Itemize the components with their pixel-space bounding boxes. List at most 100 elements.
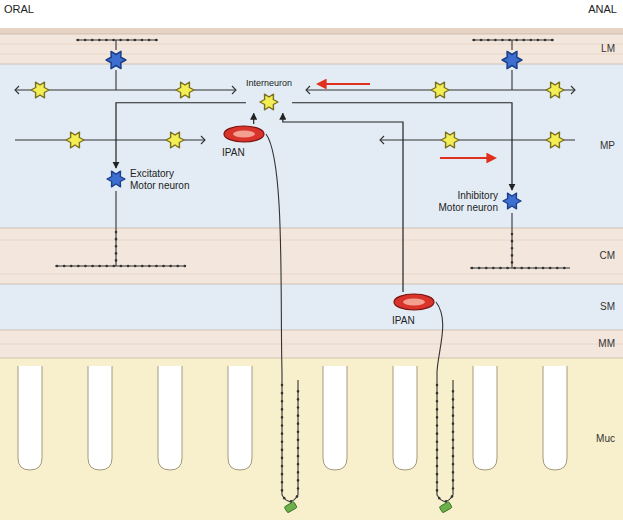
axon-line [511,40,512,50]
crypt [18,366,42,470]
ipan-neuron: IPAN [392,292,436,327]
muscle-fibre-line [0,240,623,241]
crypt [228,366,252,470]
interneuron-cell [31,82,49,98]
layer-band: Muc [0,358,623,520]
layer-line [0,34,623,35]
synapse-mark [380,136,384,144]
axon-line [76,39,158,40]
neuron-label: Interneuron [246,78,292,88]
interneuron-cell [166,132,184,148]
cell-body [394,294,434,310]
motor-axon [470,267,570,268]
sensory-axon [436,302,453,502]
varicosity-dots [511,234,514,264]
inhibitory-motor-neuron: Inhibitory Motor neuron [432,190,523,213]
layer-name: SM [600,301,615,313]
cell-nucleus [403,299,425,306]
motor-axon [511,213,512,268]
synaptic-connection [292,103,512,190]
sensory-axon [266,134,298,502]
layer-name: MP [600,140,615,152]
crypt [158,366,182,470]
interneuron-cell-body [258,91,280,113]
synapse-mark [201,136,205,144]
direction-arrow [440,157,495,159]
muscle-fibre-line [0,344,623,345]
synaptic-connection [253,113,254,124]
enteroendocrine-cell [284,501,297,513]
layer-band: MM [0,330,623,358]
motor-neuron-cell [106,51,126,68]
interneuron-cell [66,132,84,148]
layer-band: SM [0,284,623,330]
crypt [393,366,417,470]
cell-body [107,171,125,187]
neuron-label: Excitatory Motor neuron [130,168,196,191]
interneuron-cell [546,82,564,98]
mucosa-band [0,358,623,520]
mm-band [0,330,623,358]
motor-axon [55,265,185,266]
varicosity-dots [115,232,118,262]
motor-neuron-cell-body [501,190,523,212]
varicosity-dots [474,39,554,42]
serosa-band [0,28,623,34]
crypt [88,366,112,470]
axon-line [115,40,116,50]
synaptic-connection [283,113,403,292]
ipan-cell-body [392,292,436,312]
varicosity-dots [472,267,570,270]
crypt [473,366,497,470]
varicosity-dots [78,39,158,42]
muscle-fibre-line [0,54,623,55]
muscle-fibre-line [0,44,623,45]
cell-body [260,95,278,111]
varicosity-dots [282,385,298,502]
cell-body [224,126,264,142]
excitatory-motor-neuron: Excitatory Motor neuron [105,168,196,191]
layer-name: CM [599,250,615,262]
interneuron-cell [546,132,564,148]
neuron-label: IPAN [222,147,245,159]
varicosity-dots [437,385,453,502]
enteroendocrine-cell [439,501,452,513]
layer-name: MM [598,338,615,350]
lm-band [0,34,623,64]
motor-neuron-cell-body [105,168,127,190]
muscle-fibre-line [0,274,623,275]
neuron-label: Inhibitory Motor neuron [432,190,498,213]
layer-band: MP [0,64,623,228]
direction-label: ANAL [588,3,617,15]
direction-label: ORAL [4,3,34,15]
axon-line [511,70,512,90]
ipan-cell-body [222,124,266,144]
layer-line [0,64,623,65]
synapse-mark [232,86,236,94]
layer-line [0,330,623,331]
cell-body [503,193,521,209]
direction-arrow [318,83,370,85]
layer-band: CM [0,228,623,284]
layer-name: LM [601,43,615,55]
neuron-label: IPAN [392,315,415,327]
layer-line [0,358,623,359]
layer-line [0,228,623,229]
layer-band: LM [0,34,623,64]
crypt [323,366,347,470]
synapse-mark [15,86,19,94]
axon-line [472,39,554,40]
cm-band [0,228,623,284]
synapse-mark [571,86,575,94]
synapse-mark [306,86,310,94]
crypt [543,366,567,470]
cell-nucleus [233,131,255,138]
motor-neuron-cell [502,51,522,68]
interneuron-cell [176,82,194,98]
mp-band [0,64,623,228]
sm-band [0,284,623,330]
